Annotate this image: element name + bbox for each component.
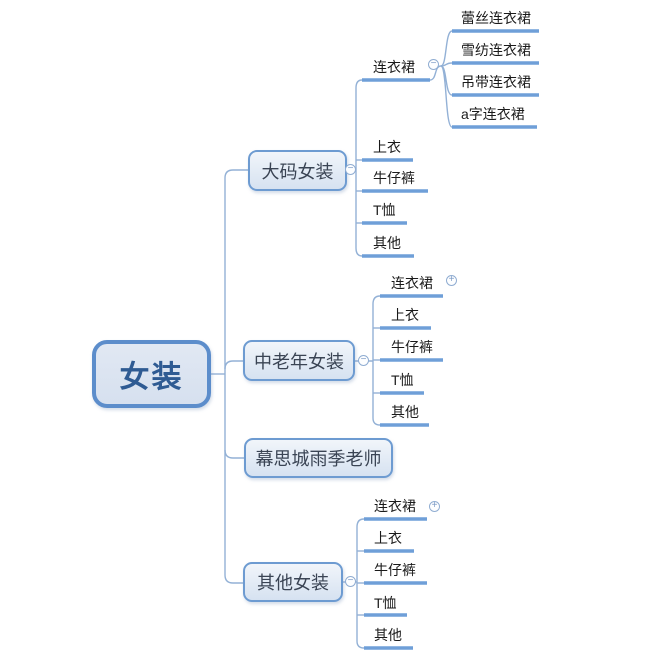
branch-topic-2-label: 幕思城雨季老师 <box>255 449 382 469</box>
leaf-topic[interactable]: T恤 <box>373 202 396 218</box>
leaf-topic[interactable]: 上衣 <box>391 307 419 323</box>
leaf-topic[interactable]: 雪纺连衣裙 <box>461 42 531 58</box>
branch-topic-1-label: 中老年女装 <box>254 351 344 372</box>
branch-topic-3[interactable]: 其他女装 <box>243 562 343 602</box>
branch-topic-1[interactable]: 中老年女装 <box>243 340 355 381</box>
branch-topic-0-label: 大码女装 <box>261 161 334 182</box>
leaf-topic[interactable]: 连衣裙 <box>374 498 416 514</box>
leaf-topic[interactable]: 蕾丝连衣裙 <box>461 10 531 26</box>
branch-topic-0[interactable]: 大码女装 <box>248 150 347 191</box>
leaf-topic[interactable]: 其他 <box>391 404 419 420</box>
leaf-topic[interactable]: 牛仔裤 <box>391 339 433 355</box>
root-topic[interactable]: 女装 <box>92 340 211 408</box>
branch-topic-2[interactable]: 幕思城雨季老师 <box>244 438 393 478</box>
collapse-icon[interactable]: − <box>345 164 356 175</box>
leaf-topic[interactable]: 其他 <box>373 235 401 251</box>
leaf-topic[interactable]: 连衣裙 <box>373 59 415 75</box>
leaf-topic[interactable]: 上衣 <box>373 139 401 155</box>
main-trunk-wires <box>211 169 248 584</box>
wire-to-branch-1 <box>224 360 243 370</box>
leaf-topic[interactable]: a字连衣裙 <box>461 106 525 122</box>
leaf-topic[interactable]: 牛仔裤 <box>374 562 416 578</box>
branch-topic-3-label: 其他女装 <box>257 573 329 593</box>
leaf-topic[interactable]: T恤 <box>391 372 414 388</box>
expand-icon[interactable]: + <box>429 501 440 512</box>
collapse-icon[interactable]: − <box>428 59 439 70</box>
branch-0-dress-fan-wires <box>429 30 453 128</box>
collapse-icon[interactable]: − <box>345 576 356 587</box>
leaf-topic[interactable]: T恤 <box>374 595 397 611</box>
wire-to-branch-2 <box>224 449 244 459</box>
leaf-topic[interactable]: 连衣裙 <box>391 275 433 291</box>
leaf-topic[interactable]: 牛仔裤 <box>373 170 415 186</box>
wire-to-branch-3 <box>224 374 243 584</box>
leaf-topic[interactable]: 其他 <box>374 627 402 643</box>
root-topic-label: 女装 <box>119 361 184 394</box>
leaf-topic[interactable]: 吊带连衣裙 <box>461 74 531 90</box>
expand-icon[interactable]: + <box>446 275 457 286</box>
leaf-topic[interactable]: 上衣 <box>374 530 402 546</box>
wire-to-branch-0 <box>224 169 248 374</box>
collapse-icon[interactable]: − <box>358 355 369 366</box>
topic-underlines <box>362 29 539 650</box>
